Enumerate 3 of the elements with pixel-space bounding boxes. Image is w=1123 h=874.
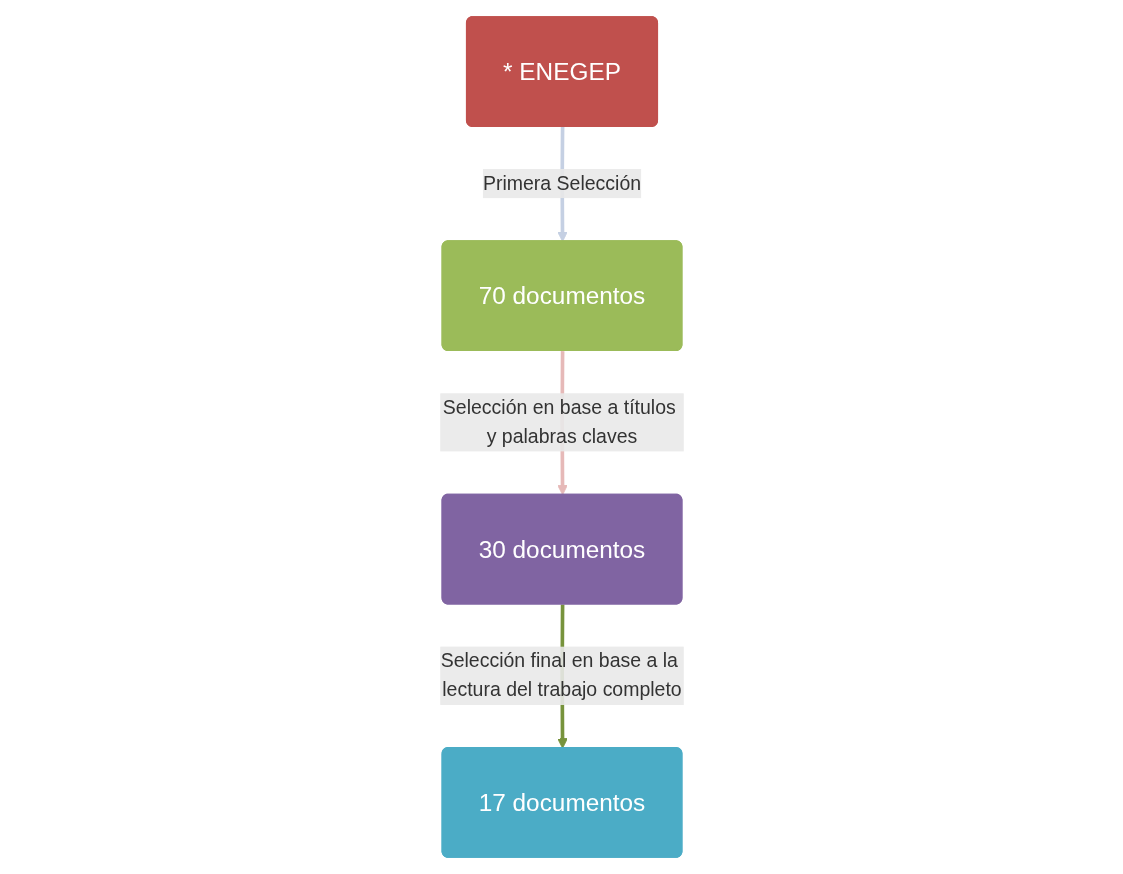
edge-label: Selección final en base a la lectura del trabajo completo <box>440 650 682 701</box>
edge-label: Primera Selección <box>482 172 641 194</box>
edge-label: Selección en base a títulos y palabras claves <box>442 396 676 447</box>
